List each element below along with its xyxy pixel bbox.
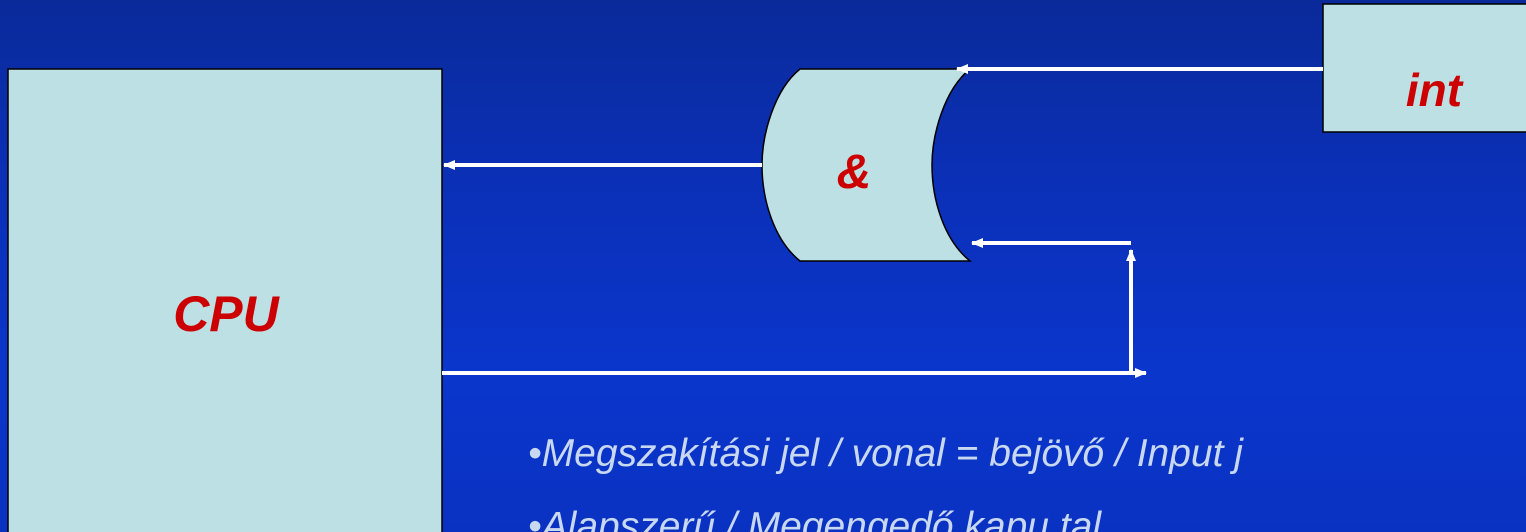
wires	[442, 64, 1323, 378]
int-label: int	[1406, 64, 1464, 116]
cpu-block: CPU	[7, 68, 443, 532]
int-block: int	[1322, 3, 1526, 133]
bullet-line-2: •Alapszerű / Megengedő kapu tal	[528, 505, 1102, 532]
bullet-line-1: •Megszakítási jel / vonal = bejövő / Inp…	[528, 432, 1243, 475]
gate-label: &	[837, 146, 872, 199]
and-gate: &	[761, 68, 973, 262]
cpu-label: CPU	[173, 286, 280, 342]
